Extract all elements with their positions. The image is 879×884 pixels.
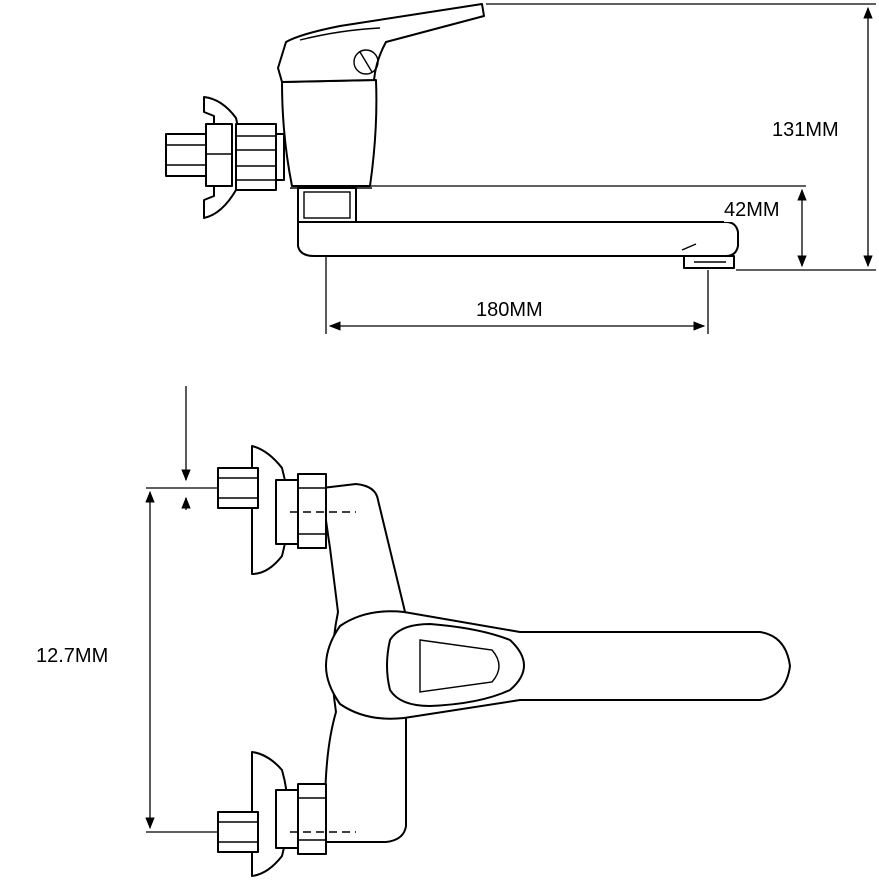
lower-inlet (217, 751, 356, 877)
dim-127-label: 12.7MM (36, 644, 109, 668)
inlet-pipe (165, 133, 207, 177)
hex-nut (235, 123, 277, 191)
lever-handle (277, 3, 485, 83)
spout-collar (297, 187, 357, 223)
dim-180-label: 180MM (476, 298, 543, 322)
spout (297, 221, 739, 257)
dim-42-label: 42MM (724, 198, 780, 222)
valve-body (281, 79, 378, 187)
dim-131-label: 131MM (772, 118, 839, 142)
upper-inlet (217, 445, 356, 575)
lever-grip-cutout (419, 639, 500, 693)
front-view (145, 386, 791, 877)
side-view (165, 3, 876, 334)
